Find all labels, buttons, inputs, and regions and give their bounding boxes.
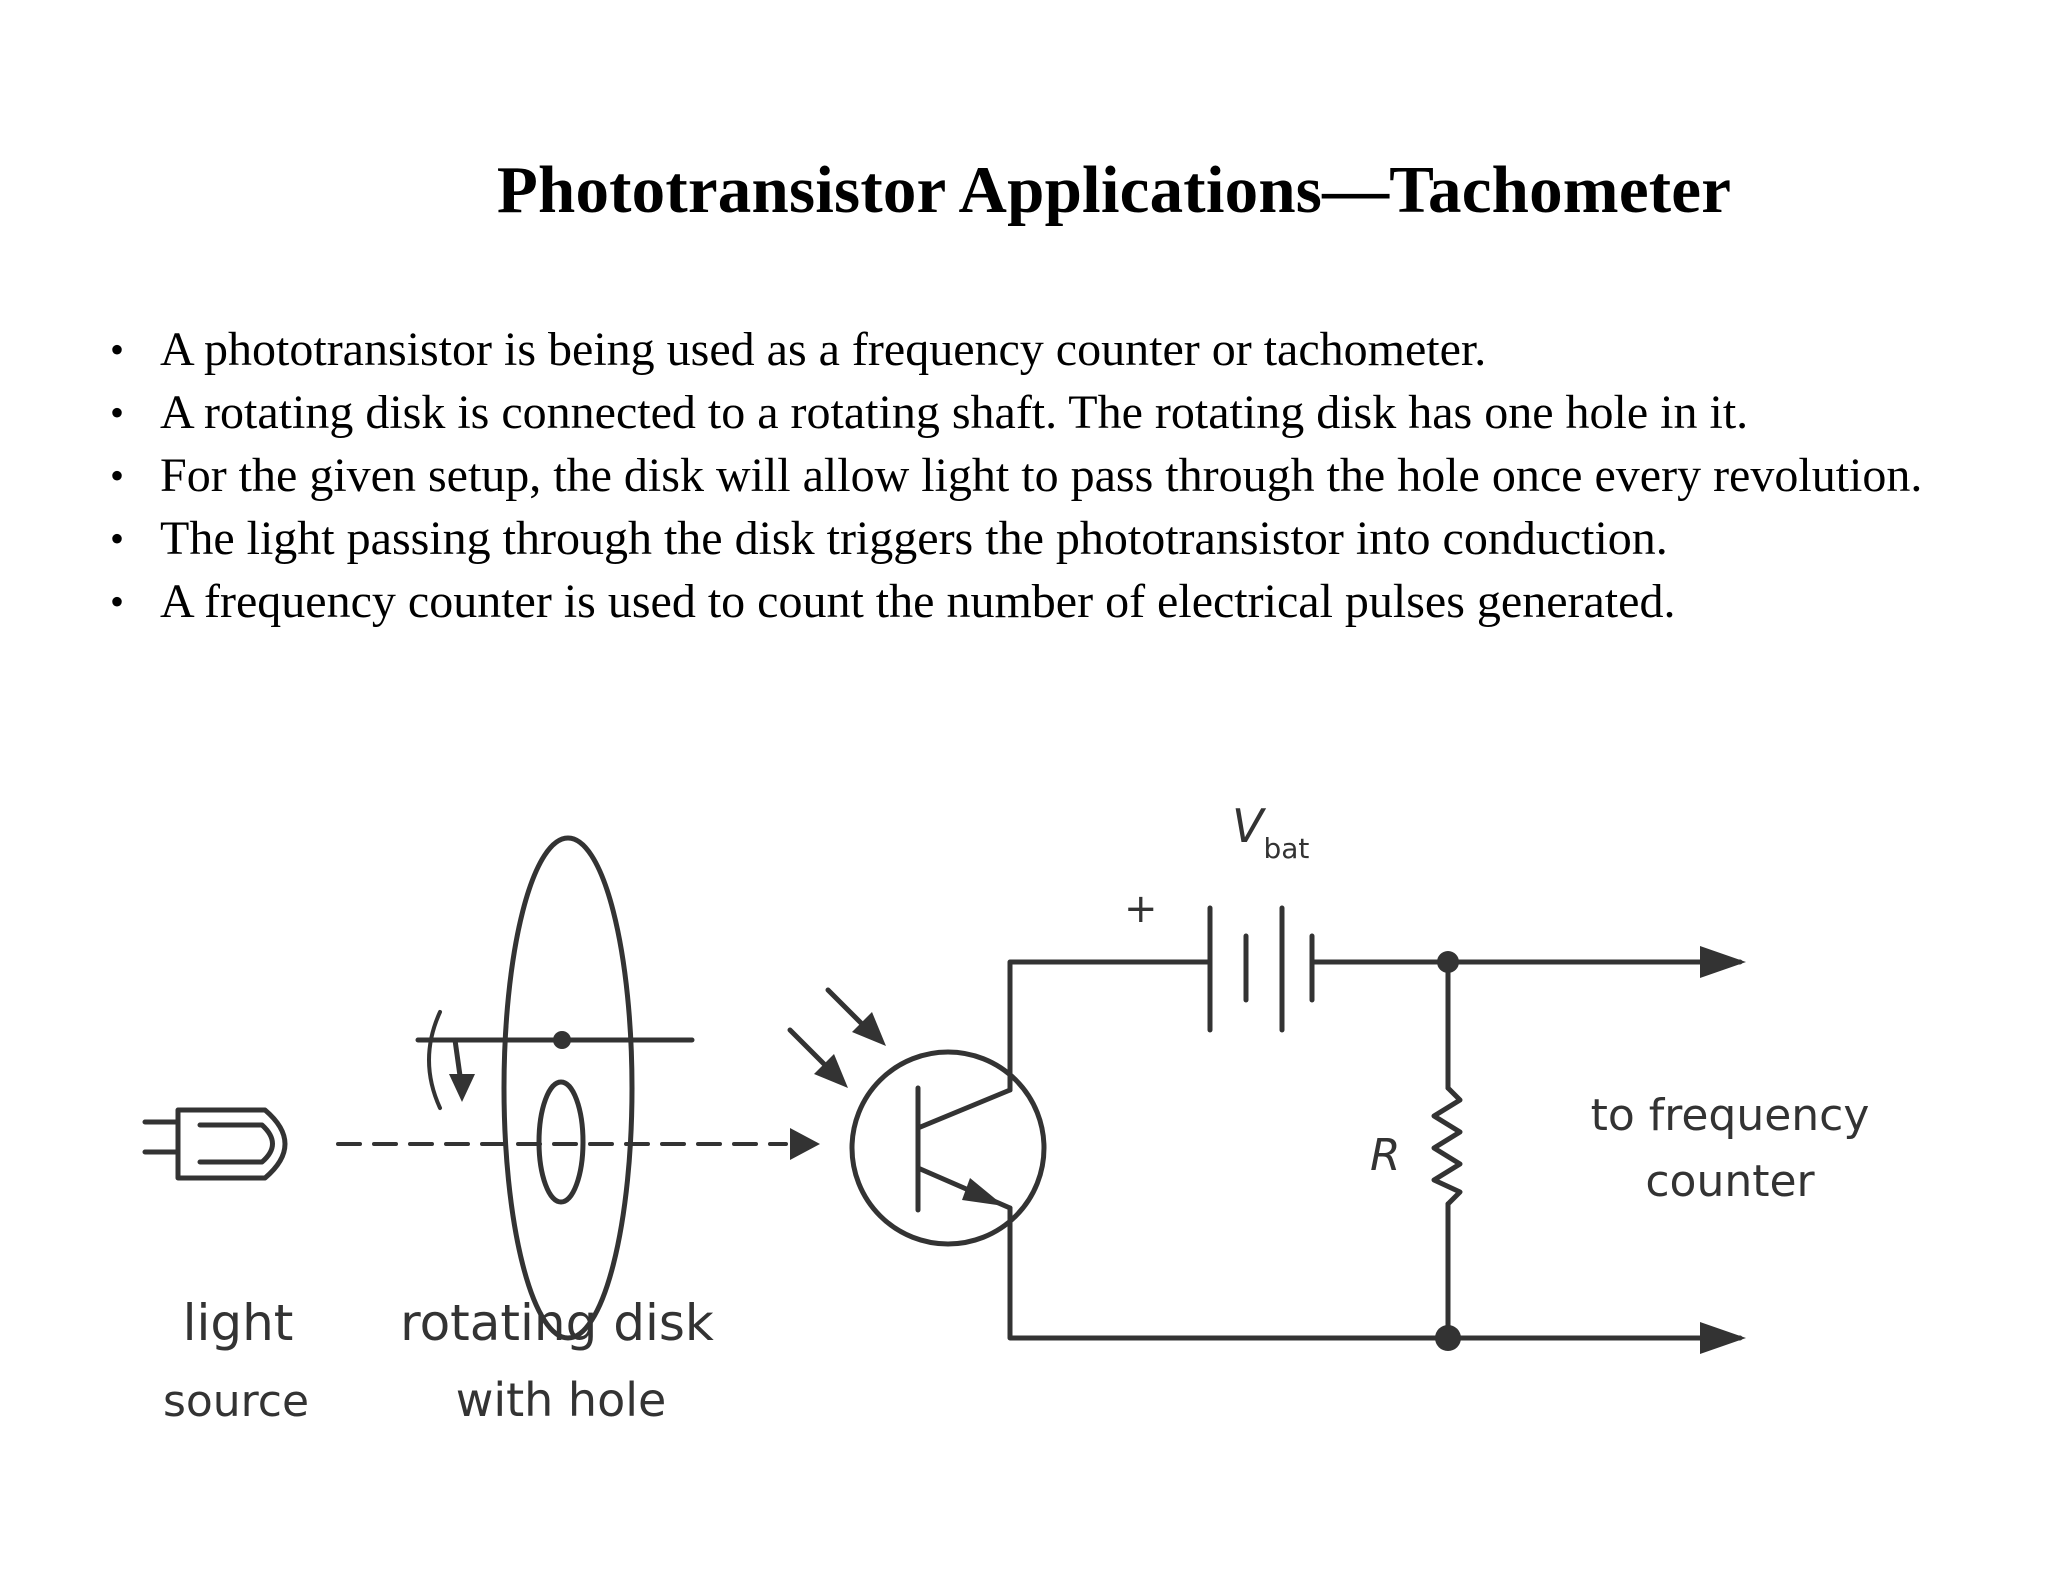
tachometer-circuit-diagram: Vbat + R to frequency counter light sour…	[142, 799, 1870, 1427]
output-label-line2: counter	[1645, 1156, 1815, 1207]
light-source-label-line2: source	[163, 1376, 309, 1427]
output-arrowhead	[1700, 1322, 1746, 1354]
slide-title: Phototransistor Applications—Tachometer	[496, 153, 1732, 227]
bullet-text: A frequency counter is used to count the…	[160, 575, 1676, 628]
resistor-label: R	[1370, 1130, 1401, 1181]
bullet-text: A phototransistor is being used as a fre…	[160, 323, 1487, 376]
rotation-arrow-icon	[427, 1010, 475, 1110]
rotating-disk	[415, 835, 695, 1341]
bullet-text: For the given setup, the disk will allow…	[160, 449, 1923, 502]
junction-dot	[1437, 951, 1459, 973]
disk-hole	[536, 1079, 586, 1205]
battery-symbol	[1207, 905, 1315, 1033]
bullet-list: • A phototransistor is being used as a fr…	[100, 318, 1958, 633]
light-source-icon	[142, 1107, 288, 1181]
bullet-dot: •	[110, 516, 125, 561]
output-label-line1: to frequency	[1591, 1090, 1870, 1141]
disk-label-line2: with hole	[456, 1373, 667, 1427]
plus-sign: +	[1124, 886, 1158, 932]
vbat-label: Vbat	[1232, 799, 1309, 865]
output-arrowhead	[1700, 946, 1746, 978]
bullet-dot: •	[110, 453, 125, 498]
bullet-item: • The light passing through the disk trig…	[100, 507, 1958, 570]
circuit-wires	[1007, 959, 1743, 1341]
bullet-item: • For the given setup, the disk will allo…	[100, 444, 1958, 507]
bullet-text: The light passing through the disk trigg…	[160, 512, 1668, 565]
bullet-dot: •	[110, 390, 125, 435]
bullet-item: • A rotating disk is connected to a rotat…	[100, 381, 1958, 444]
phototransistor-symbol	[849, 1049, 1047, 1247]
junction-dot	[1435, 1325, 1461, 1351]
beam-arrowhead	[790, 1128, 820, 1160]
bullet-dot: •	[110, 327, 125, 372]
incident-light-arrows-icon	[787, 987, 886, 1088]
disk-label-line1: rotating disk	[400, 1294, 714, 1352]
bullet-item: • A phototransistor is being used as a fr…	[100, 318, 1958, 381]
light-source-label-line1: light	[183, 1294, 294, 1352]
bullet-text: A rotating disk is connected to a rotati…	[160, 386, 1749, 439]
bullet-item: • A frequency counter is used to count th…	[100, 570, 1958, 633]
resistor-symbol	[1431, 1085, 1463, 1207]
bullet-dot: •	[110, 579, 125, 624]
